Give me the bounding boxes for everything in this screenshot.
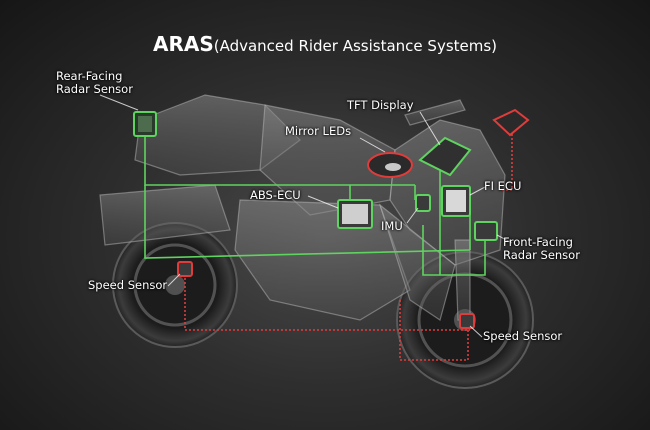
- fi-ecu-unit: [441, 185, 471, 217]
- mirror-led-left: [367, 152, 413, 178]
- label-imu: IMU: [381, 219, 403, 233]
- label-mirror-leds: Mirror LEDs: [285, 124, 352, 138]
- label-front-radar-sensor: Front-Facing Radar Sensor: [503, 235, 580, 262]
- speed-sensor-front-unit: [459, 313, 475, 329]
- front-radar-sensor: [474, 221, 498, 241]
- rear-wheel: [112, 222, 238, 348]
- title-main: ARAS: [152, 32, 214, 56]
- imu-unit: [415, 194, 431, 212]
- label-rear-radar-sensor: Rear-Facing Radar Sensor: [56, 69, 133, 96]
- diagram-title: ARAS(Advanced Rider Assistance Systems): [0, 32, 650, 56]
- label-abs-ecu: ABS-ECU: [250, 188, 301, 202]
- abs-ecu-unit: [337, 199, 373, 229]
- label-tft-display: TFT Display: [347, 98, 414, 112]
- title-sub: (Advanced Rider Assistance Systems): [213, 37, 498, 55]
- tft-display-unit: [418, 136, 472, 177]
- rear-radar-sensor: [133, 111, 157, 137]
- label-speed-sensor-rear: Speed Sensor: [88, 278, 168, 292]
- label-speed-sensor-front: Speed Sensor: [483, 329, 563, 343]
- leader-lines: [99, 94, 513, 338]
- mirror-led-right: [492, 108, 530, 137]
- label-fi-ecu: FI ECU: [484, 179, 522, 193]
- speed-sensor-rear-unit: [177, 261, 193, 277]
